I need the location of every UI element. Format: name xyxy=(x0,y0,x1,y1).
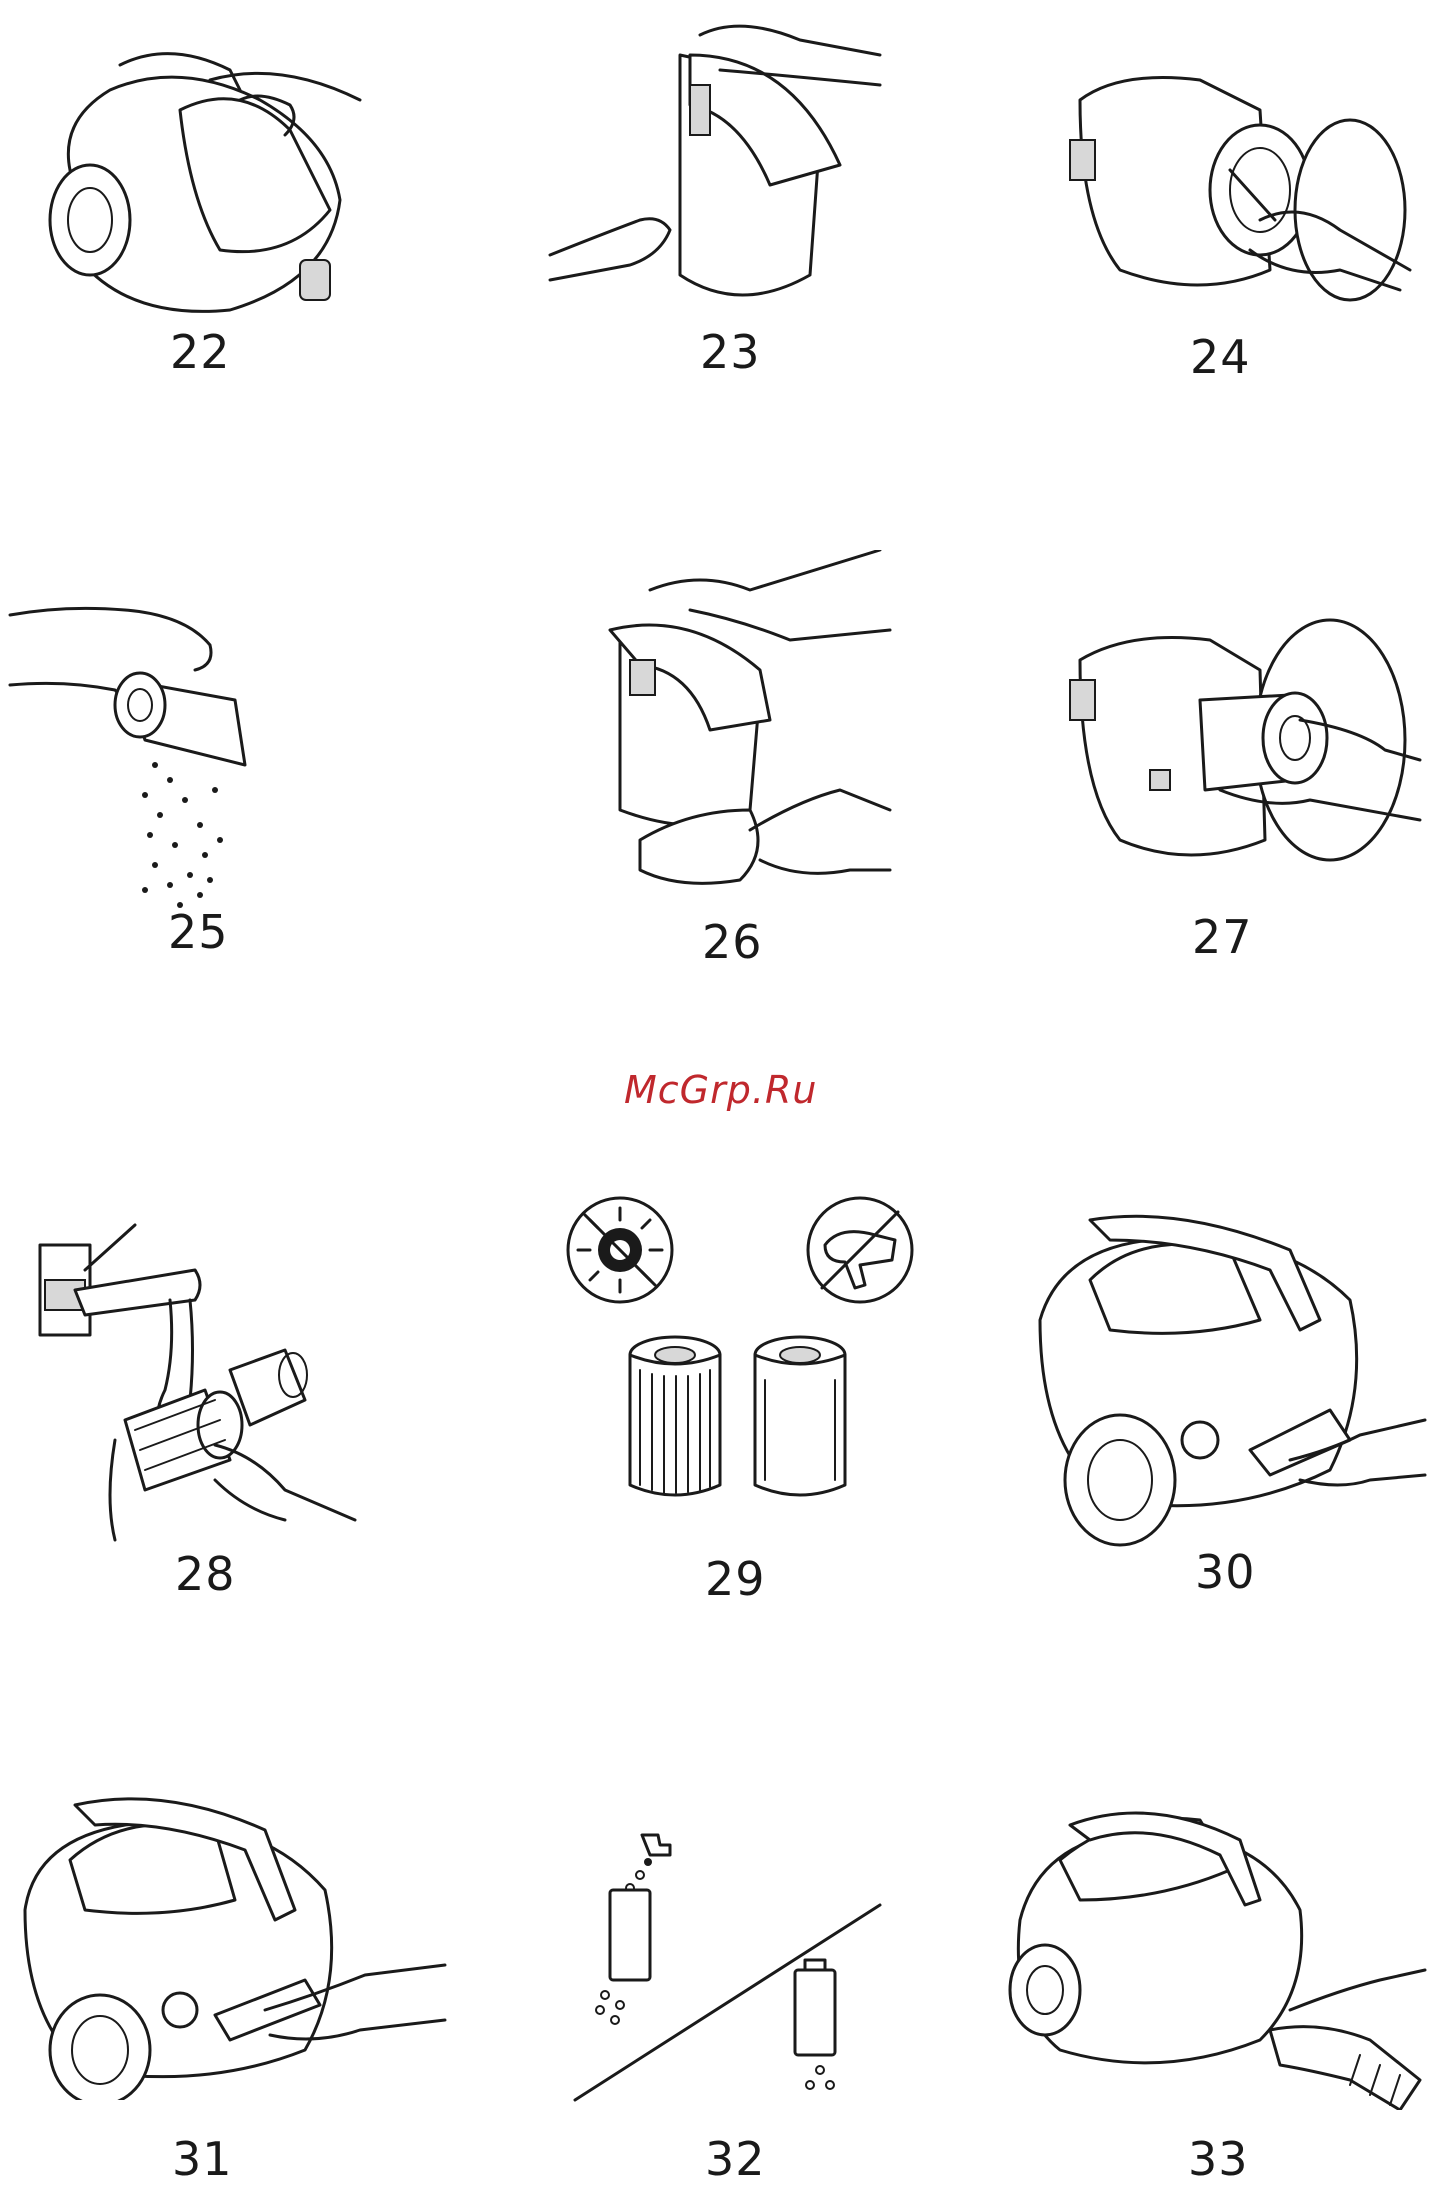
vacuum-lid-open-icon xyxy=(30,20,410,350)
figure-30: 30 xyxy=(1030,1210,1430,1610)
watermark: McGrp.Ru xyxy=(624,1068,817,1112)
figure-number: 33 xyxy=(1188,2132,1249,2186)
figure-number: 25 xyxy=(168,905,229,959)
figure-number: 32 xyxy=(705,2132,766,2186)
figure-number: 22 xyxy=(170,325,231,379)
figure-number: 29 xyxy=(705,1552,766,1606)
figure-27: 27 xyxy=(1040,610,1425,970)
exhaust-filter-insert-icon xyxy=(15,1780,455,2100)
figure-number: 31 xyxy=(172,2132,233,2186)
container-bottom-open-icon xyxy=(540,550,910,970)
figure-29: 29 xyxy=(560,1190,930,1610)
no-sun-icon xyxy=(568,1198,672,1302)
filter-mesh-icon xyxy=(755,1337,845,1495)
dust-container-release-icon xyxy=(540,15,900,355)
no-sun-no-dryer-filters-icon xyxy=(560,1190,930,1610)
figure-26: 26 xyxy=(540,550,910,970)
figure-number: 27 xyxy=(1192,910,1253,964)
figure-number: 30 xyxy=(1195,1545,1256,1599)
figure-24: 24 xyxy=(1040,20,1420,360)
figure-33: 33 xyxy=(1000,1790,1430,2184)
figure-25: 25 xyxy=(5,590,335,970)
figure-number: 24 xyxy=(1190,330,1251,384)
figure-number: 23 xyxy=(700,325,761,379)
filter-pleated-icon xyxy=(630,1337,720,1495)
figure-22: 22 xyxy=(30,20,410,350)
figure-28: 28 xyxy=(25,1200,375,1600)
figure-number: 28 xyxy=(175,1547,236,1601)
no-hair-dryer-icon xyxy=(808,1198,912,1302)
hose-connect-icon xyxy=(1000,1790,1430,2110)
figure-number: 26 xyxy=(702,915,763,969)
figure-23: 23 xyxy=(540,15,900,355)
figure-31: 31 xyxy=(15,1780,455,2184)
filter-rinse-tap-icon xyxy=(25,1200,375,1600)
sponge-wash-dry-icon xyxy=(570,1830,890,2110)
figure-32: 32 xyxy=(570,1830,890,2184)
filter-removal-icon xyxy=(1040,20,1420,360)
